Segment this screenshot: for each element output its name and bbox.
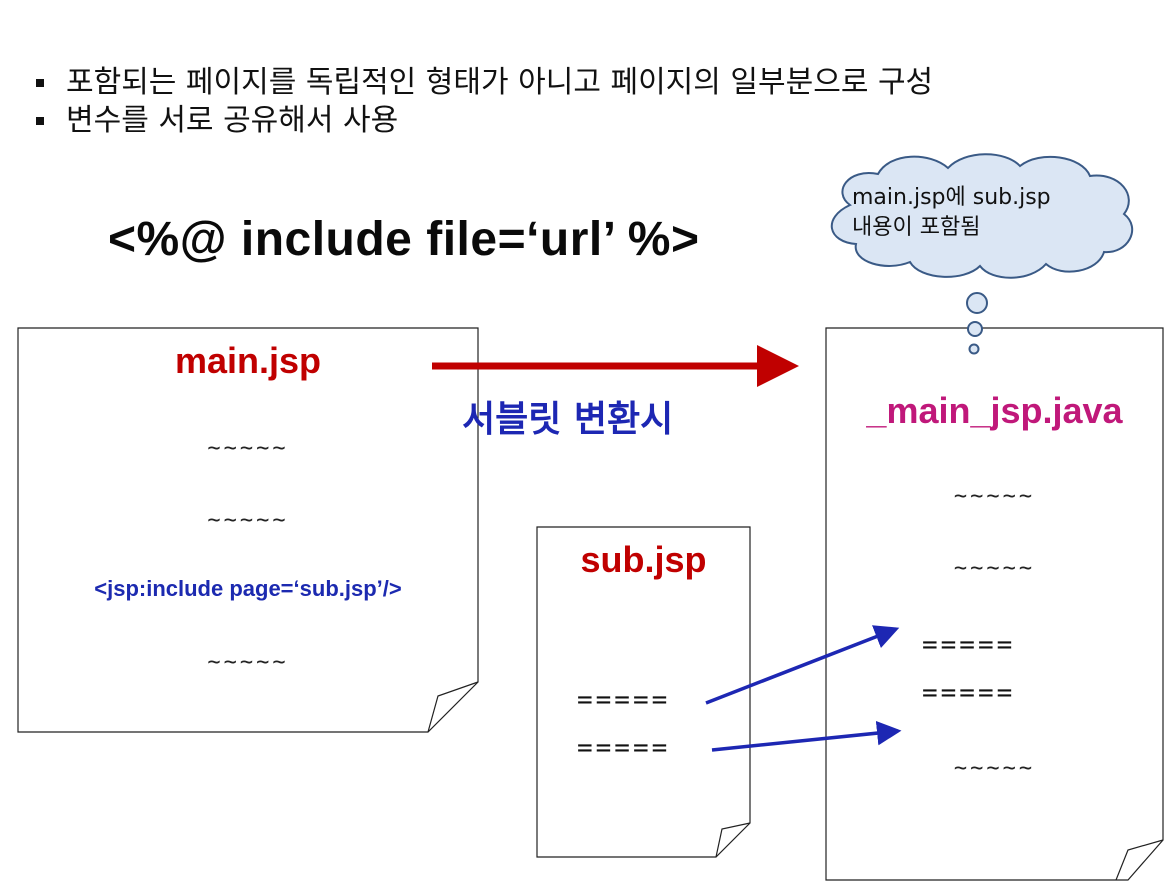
sub-doc: sub.jsp ===== =====	[537, 527, 750, 857]
java-doc-line: ~~~~~	[953, 556, 1036, 581]
java-doc-line: ~~~~~	[953, 484, 1036, 509]
cloud-line-2: 내용이 포함됨	[852, 215, 981, 240]
java-doc-line: ~~~~~	[953, 756, 1036, 781]
sub-doc-title: sub.jsp	[580, 539, 707, 580]
cloud-line-1: main.jsp에 sub.jsp	[852, 185, 1051, 210]
java-doc-shape	[825, 327, 1164, 881]
sub-doc-line: =====	[577, 733, 671, 763]
bullet-text: 포함되는 페이지를 독립적인 형태가 아니고 페이지의 일부분으로 구성	[66, 65, 934, 100]
main-doc-line: ~~~~~	[207, 650, 289, 675]
bullet-square-icon	[36, 117, 44, 125]
main-doc-line: ~~~~~	[207, 508, 289, 533]
cloud-text: main.jsp에 sub.jsp 내용이 포함됨	[852, 183, 1051, 243]
include-tag: <jsp:include page=‘sub.jsp’/>	[94, 576, 402, 601]
java-doc-line: =====	[922, 630, 1016, 660]
main-doc: main.jsp ~~~~~ ~~~~~ <jsp:include page=‘…	[18, 328, 478, 732]
bullet-item: 변수를 서로 공유해서 사용	[36, 102, 933, 140]
java-doc: _main_jsp.java ~~~~~ ~~~~~ ===== ===== ~…	[826, 328, 1163, 880]
main-doc-shape	[17, 327, 479, 733]
sub-doc-shape	[536, 526, 751, 858]
include-arrow-2	[711, 720, 902, 752]
bullet-text: 변수를 서로 공유해서 사용	[66, 103, 399, 138]
thought-cloud	[830, 153, 1134, 355]
include-arrow-1	[705, 625, 900, 705]
bullet-list: 포함되는 페이지를 독립적인 형태가 아니고 페이지의 일부분으로 구성 변수를…	[36, 64, 933, 140]
bullet-square-icon	[36, 79, 44, 87]
bullet-item: 포함되는 페이지를 독립적인 형태가 아니고 페이지의 일부분으로 구성	[36, 64, 933, 102]
include-directive: <%@ include file=‘url’ %>	[108, 213, 700, 266]
main-doc-title: main.jsp	[174, 340, 322, 381]
java-doc-title: _main_jsp.java	[866, 390, 1123, 431]
main-doc-line: ~~~~~	[207, 436, 289, 461]
sub-doc-line: =====	[577, 685, 671, 715]
conversion-label: 서블릿 변환시	[462, 399, 674, 440]
java-doc-line: =====	[922, 678, 1016, 708]
